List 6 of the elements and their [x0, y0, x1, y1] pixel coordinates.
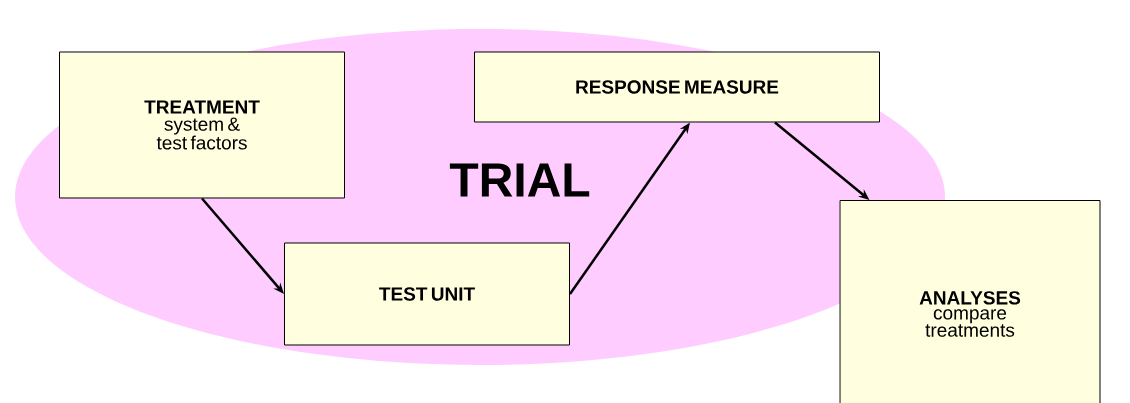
process-box: TREATMENT system & test factors: [59, 51, 345, 199]
arrow: [201, 197, 284, 294]
process-box: RESPONSE MEASURE: [474, 51, 880, 123]
region-title: TRIAL: [449, 163, 590, 197]
process-box: ANALYSES compare treatments: [839, 200, 1101, 403]
process-box: TEST UNIT: [284, 242, 570, 346]
